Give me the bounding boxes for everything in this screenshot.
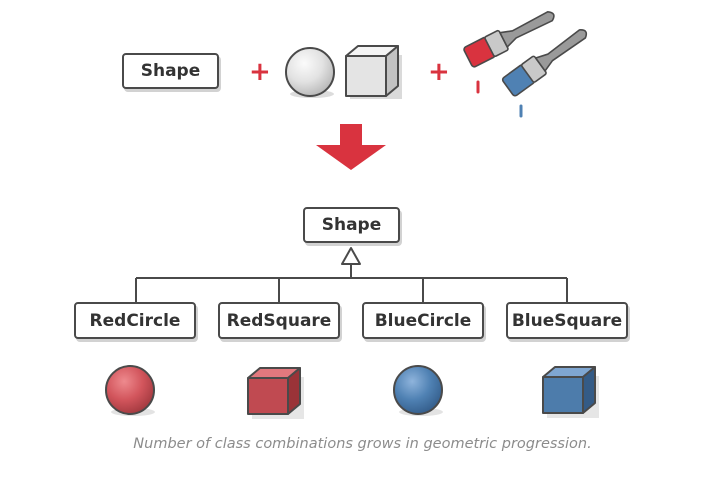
red-sphere-icon (105, 365, 155, 416)
grey-sphere-icon (285, 47, 335, 98)
down-arrow-icon (316, 124, 386, 170)
blue-paintbrush-icon (501, 29, 588, 97)
inheritance-connectors (135, 264, 568, 302)
red-square-class-label: RedSquare (226, 310, 332, 331)
blue-cube-icon (542, 366, 599, 418)
diagram-caption: Number of class combinations grows in ge… (133, 436, 592, 452)
red-circle-class-label: RedCircle (89, 310, 181, 331)
red-cube-icon (247, 367, 304, 419)
red-square-class: RedSquare (218, 302, 340, 339)
shape-box-top: Shape (122, 53, 219, 89)
shape-box-top-label: Shape (140, 61, 201, 81)
blue-circle-class: BlueCircle (362, 302, 484, 339)
blue-sphere-icon (393, 365, 443, 416)
red-paintbrush-icon (463, 10, 555, 68)
blue-square-class-label: BlueSquare (511, 310, 623, 331)
blue-circle-class-label: BlueCircle (374, 310, 472, 331)
shape-parent-class: Shape (303, 207, 400, 243)
plus-sign-1: + (249, 57, 271, 87)
inheritance-arrow-icon (341, 247, 361, 265)
shape-parent-class-label: Shape (321, 215, 382, 235)
red-circle-class: RedCircle (74, 302, 196, 339)
blue-square-class: BlueSquare (506, 302, 628, 339)
plus-sign-2: + (428, 57, 450, 87)
grey-cube-icon (345, 45, 402, 99)
